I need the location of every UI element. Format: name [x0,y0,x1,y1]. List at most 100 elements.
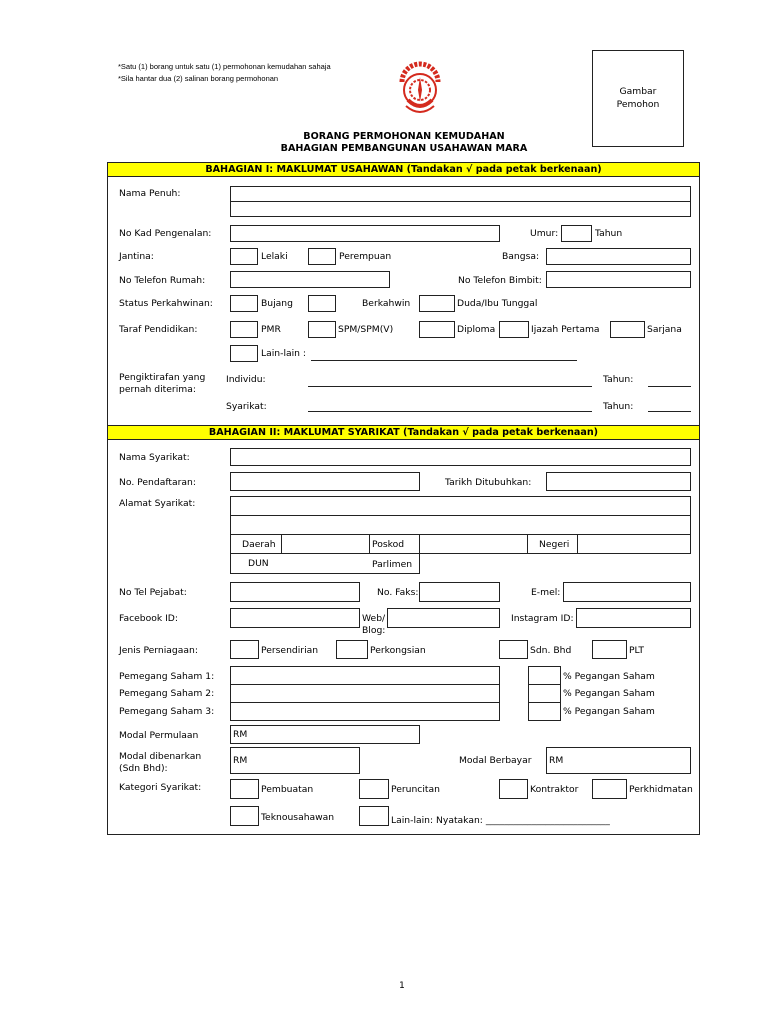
label-spm: SPM/SPM(V) [338,324,394,335]
checkbox-peruncitan[interactable] [359,779,389,799]
label-nama-penuh: Nama Penuh: [119,188,181,199]
label-pengiktirafan-1: Pengiktirafan yang [119,372,206,383]
label-persendirian: Persendirian [261,645,319,656]
checkbox-ijazah[interactable] [499,321,529,338]
input-tel-rumah[interactable] [230,271,390,288]
label-instagram: Instagram ID: [511,613,574,624]
input-pemegang-2[interactable] [230,684,500,703]
checkbox-perkongsian[interactable] [336,640,368,659]
input-pemegang-1[interactable] [230,666,500,685]
line-tahun-syarikat[interactable] [648,411,691,412]
label-parlimen: Parlimen [372,559,413,570]
label-taraf: Taraf Pendidikan: [119,324,198,335]
input-pegangan-2[interactable] [528,684,561,703]
checkbox-spm[interactable] [308,321,336,338]
line-syarikat[interactable] [308,411,592,412]
input-umur[interactable] [561,225,592,242]
checkbox-perkhidmatan[interactable] [592,779,627,799]
label-pengiktirafan-2: pernah diterima: [119,384,196,395]
rm-prefix-dibenarkan: RM [233,755,248,766]
label-syarikat: Syarikat: [226,401,267,412]
label-emel: E-mel: [531,587,561,598]
input-web[interactable] [387,608,500,628]
input-instagram[interactable] [576,608,691,628]
input-alamat-2[interactable] [230,515,691,535]
input-nama-penuh-1[interactable] [230,186,691,202]
input-modal-berbayar[interactable]: RM [546,747,691,774]
label-jantina: Jantina: [119,251,154,262]
checkbox-berkahwin[interactable] [308,295,336,312]
label-no-kad: No Kad Pengenalan: [119,228,212,239]
input-facebook[interactable] [230,608,360,628]
note-1: *Satu (1) borang untuk satu (1) permohon… [118,62,331,71]
input-no-kad[interactable] [230,225,500,242]
input-pegangan-3[interactable] [528,702,561,721]
page-number: 1 [399,980,405,991]
checkbox-persendirian[interactable] [230,640,259,659]
label-perkhidmatan: Perkhidmatan [629,784,693,795]
checkbox-perempuan[interactable] [308,248,336,265]
section-1-heading: BAHAGIAN I: MAKLUMAT USAHAWAN (Tandakan … [107,162,700,177]
label-modal-dibenarkan-1: Modal dibenarkan [119,751,202,762]
label-alamat: Alamat Syarikat: [119,498,196,509]
input-pemegang-3[interactable] [230,702,500,721]
label-duda: Duda/Ibu Tunggal [457,298,538,309]
label-tel-rumah: No Telefon Rumah: [119,275,206,286]
input-daerah[interactable] [282,535,368,553]
label-pmr: PMR [261,324,281,335]
checkbox-pmr[interactable] [230,321,258,338]
input-tel-pejabat[interactable] [230,582,360,602]
input-modal-permulaan[interactable]: RM [230,725,420,744]
label-sarjana: Sarjana [647,324,682,335]
label-berkahwin: Berkahwin [362,298,411,309]
line-lain[interactable] [311,360,577,361]
input-emel[interactable] [563,582,691,602]
photo-box-label-2: Pemohon [616,99,660,110]
checkbox-lelaki[interactable] [230,248,258,265]
label-umur: Umur: [530,228,559,239]
input-poskod[interactable] [420,535,526,553]
checkbox-plt[interactable] [592,640,627,659]
input-nama-penuh-2[interactable] [230,201,691,217]
form-subtitle: BAHAGIAN PEMBANGUNAN USAHAWAN MARA [280,143,528,154]
label-blog: Blog: [362,625,386,636]
line-tahun-individu[interactable] [648,386,691,387]
checkbox-sdn-bhd[interactable] [499,640,528,659]
line-individu[interactable] [308,386,592,387]
checkbox-duda[interactable] [419,295,455,312]
label-diploma: Diploma [457,324,496,335]
rm-prefix-berbayar: RM [549,755,564,766]
input-bangsa[interactable] [546,248,691,265]
input-nama-syarikat[interactable] [230,448,691,466]
checkbox-lain[interactable] [230,345,258,362]
form-title: BORANG PERMOHONAN KEMUDAHAN [303,131,505,142]
label-teknousahawan: Teknousahawan [261,812,335,823]
label-kontraktor: Kontraktor [530,784,579,795]
input-pegangan-1[interactable] [528,666,561,685]
checkbox-sarjana[interactable] [610,321,645,338]
label-perempuan: Perempuan [339,251,392,262]
input-modal-dibenarkan[interactable]: RM [230,747,360,774]
label-web: Web/ [362,613,386,624]
checkbox-lain-lain[interactable] [359,806,389,826]
label-tahun-individu: Tahun: [603,374,634,385]
checkbox-pembuatan[interactable] [230,779,259,799]
input-dun[interactable] [282,554,368,573]
input-no-pendaftaran[interactable] [230,472,420,491]
input-faks[interactable] [419,582,500,602]
checkbox-bujang[interactable] [230,295,258,312]
input-tel-bimbit[interactable] [546,271,691,288]
section-2-heading: BAHAGIAN II: MAKLUMAT SYARIKAT (Tandakan… [107,425,700,440]
checkbox-kontraktor[interactable] [499,779,528,799]
input-tarikh[interactable] [546,472,691,491]
checkbox-teknousahawan[interactable] [230,806,259,826]
label-peruncitan: Peruncitan [391,784,440,795]
grid-divider-4 [527,534,528,554]
label-nama-syarikat: Nama Syarikat: [119,452,190,463]
label-daerah: Daerah [242,539,276,550]
label-lain-nyatakan[interactable]: Lain-lain: Nyatakan: ___________________… [391,815,610,826]
input-alamat-1[interactable] [230,496,691,516]
input-negeri[interactable] [578,535,690,553]
checkbox-diploma[interactable] [419,321,455,338]
label-bujang: Bujang [261,298,293,309]
